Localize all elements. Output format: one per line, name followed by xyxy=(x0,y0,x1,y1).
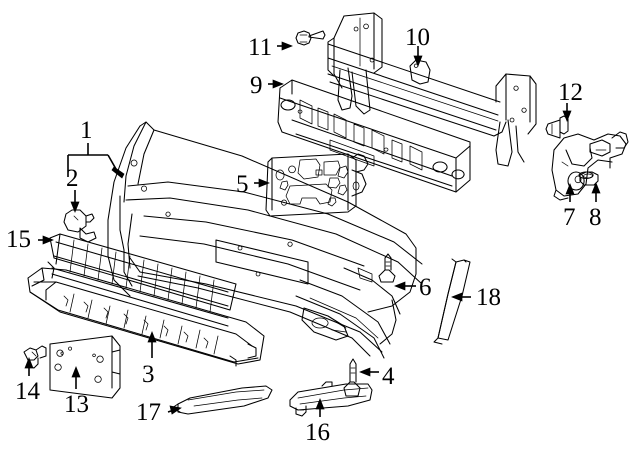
leader-15 xyxy=(38,235,54,245)
leader-17 xyxy=(167,405,182,415)
part-10-impact-bar xyxy=(327,12,537,167)
part-18-side-molding xyxy=(433,258,471,345)
leader-2 xyxy=(70,190,80,213)
leader-9 xyxy=(268,79,284,89)
leader-4 xyxy=(359,367,379,377)
part-2-tow-eye-cap xyxy=(63,209,97,243)
part-1-bumper-cover xyxy=(107,121,423,359)
part-7-side-bracket xyxy=(551,131,629,201)
part-15-upper-grille xyxy=(47,233,237,327)
leader-3 xyxy=(147,331,157,358)
leader-6 xyxy=(394,281,416,291)
part-6-bumper-screw xyxy=(378,253,396,283)
part-17-fog-trim-left xyxy=(171,385,273,415)
part-13-license-bracket xyxy=(49,335,121,399)
callout-label-9[interactable]: 9 xyxy=(250,72,263,99)
callout-label-18[interactable]: 18 xyxy=(476,284,501,311)
part-3-lower-grille xyxy=(27,267,265,367)
leader-5 xyxy=(254,178,270,188)
leader-14 xyxy=(24,357,34,376)
part-4-push-pin xyxy=(343,358,361,397)
callout-label-10[interactable]: 10 xyxy=(405,24,430,51)
leader-18 xyxy=(451,292,471,302)
leader-11 xyxy=(277,41,293,51)
callout-label-11[interactable]: 11 xyxy=(248,34,273,61)
callout-label-14[interactable]: 14 xyxy=(15,378,40,405)
leader-8 xyxy=(591,182,601,202)
leader-13 xyxy=(71,366,81,389)
callout-label-17[interactable]: 17 xyxy=(136,399,161,426)
callout-label-7[interactable]: 7 xyxy=(563,204,576,231)
callout-label-4[interactable]: 4 xyxy=(382,363,395,390)
part-5-cover-bracket xyxy=(265,153,369,217)
callout-label-5[interactable]: 5 xyxy=(236,171,249,198)
callout-label-1[interactable]: 1 xyxy=(80,117,93,144)
leader-16 xyxy=(315,398,325,417)
callout-label-3[interactable]: 3 xyxy=(142,361,155,388)
callout-label-13[interactable]: 13 xyxy=(64,391,89,418)
leader-1 xyxy=(67,143,125,179)
leader-12 xyxy=(562,103,572,122)
callout-label-6[interactable]: 6 xyxy=(419,274,432,301)
leader-10 xyxy=(413,46,423,67)
callout-label-12[interactable]: 12 xyxy=(558,79,583,106)
callout-label-8[interactable]: 8 xyxy=(589,204,602,231)
callout-label-15[interactable]: 15 xyxy=(6,226,31,253)
part-11-impact-bar-bolt xyxy=(295,30,326,46)
part-12-bracket-bolt xyxy=(545,115,569,139)
leader-7 xyxy=(565,183,575,202)
callout-label-2[interactable]: 2 xyxy=(66,165,79,192)
part-9-energy-absorber xyxy=(277,79,471,193)
callout-label-16[interactable]: 16 xyxy=(305,419,330,446)
part-8-grommet xyxy=(578,171,599,186)
